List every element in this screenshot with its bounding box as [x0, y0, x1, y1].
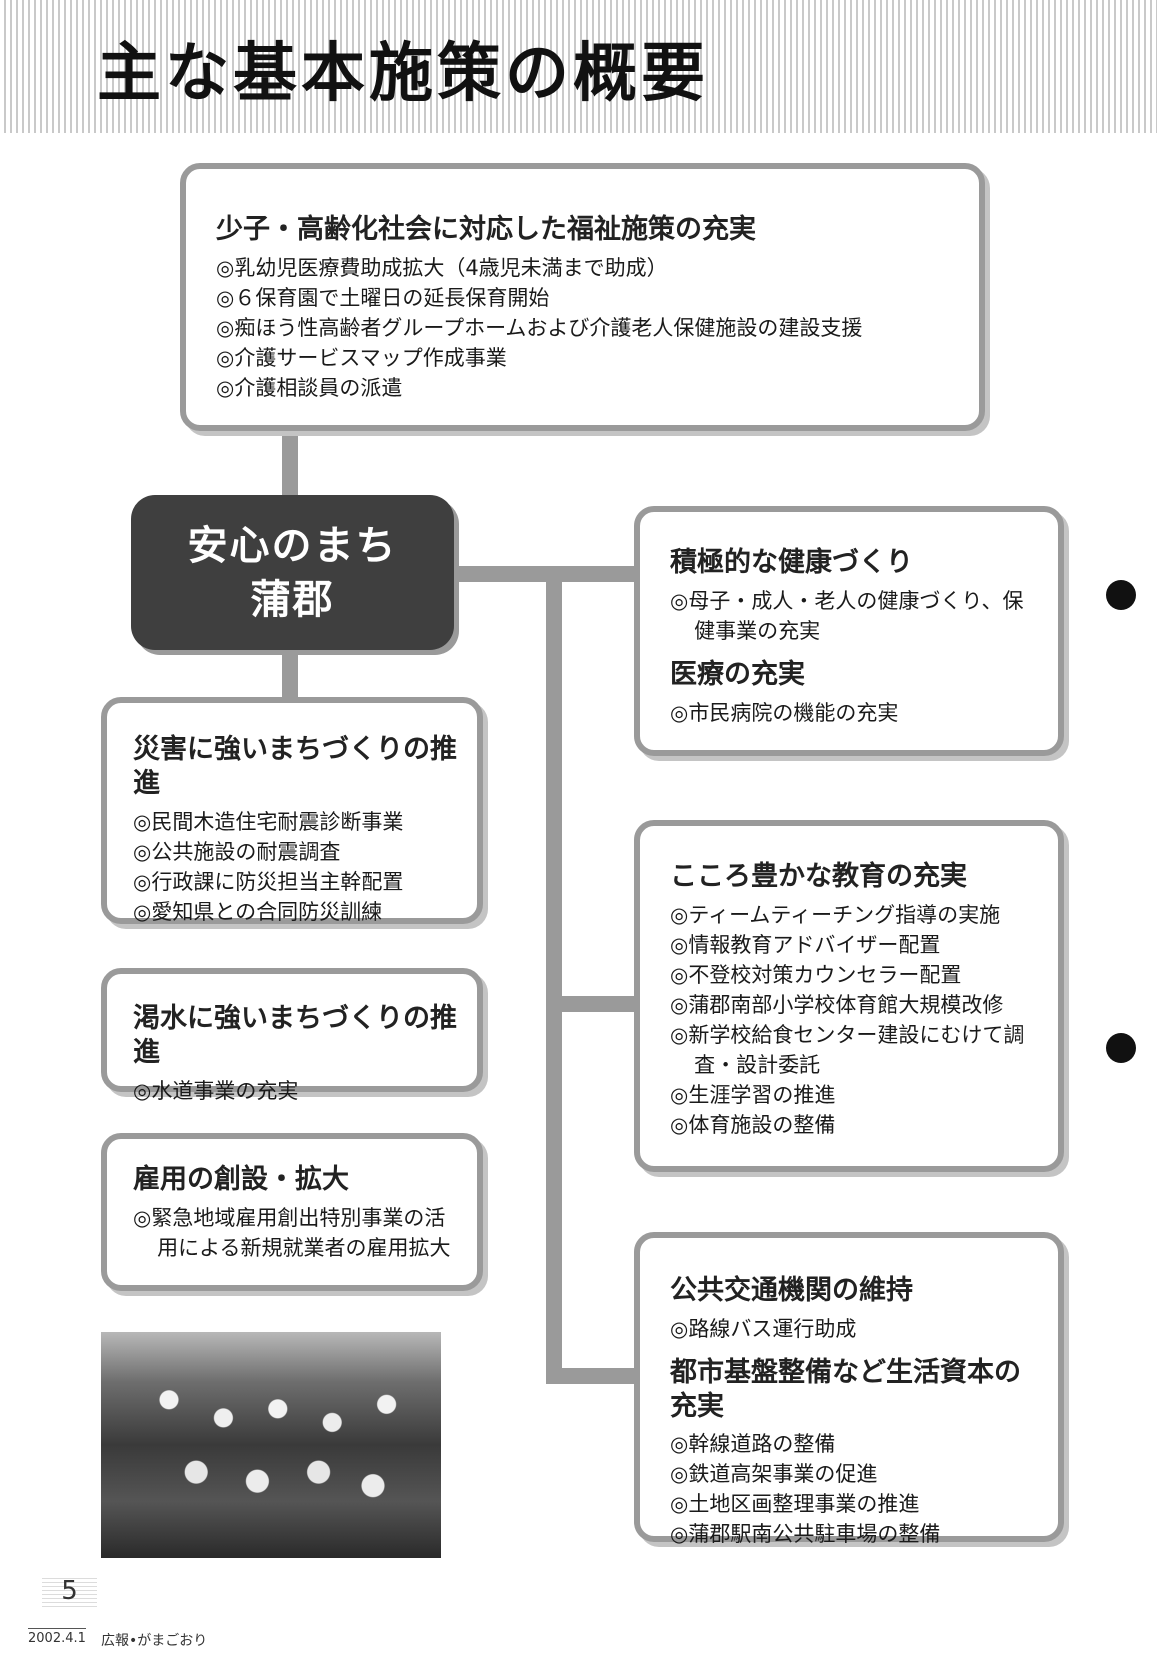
list-item: ◎路線バス運行助成 — [670, 1316, 857, 1341]
list-item: ◎情報教育アドバイザー配置 — [670, 932, 941, 957]
central-theme-line2: 蒲郡 — [250, 576, 335, 623]
list-item: ◎幹線道路の整備 — [670, 1432, 836, 1457]
welfare-title: 少子・高齢化社会に対応した福祉施策の充実 — [216, 214, 756, 245]
list-item: ◎鉄道高架事業の促進 — [670, 1462, 878, 1487]
list-item: ◎介護相談員の派遣 — [216, 375, 403, 400]
list-item: ◎蒲郡駅南公共駐車場の整備 — [670, 1522, 941, 1547]
list-item: ◎市民病院の機能の充実 — [670, 700, 899, 725]
list-item: ◎緊急地域雇用創出特別事業の活用による新規就業者の雇用拡大 — [133, 1205, 451, 1260]
health-list: ◎母子・成人・老人の健康づくり、保健事業の充実 — [670, 586, 1040, 646]
list-item: ◎行政課に防災担当主幹配置 — [133, 869, 404, 894]
disaster-title: 災害に強いまちづくりの推進 — [133, 734, 457, 799]
central-theme-line1: 安心のまち — [187, 522, 398, 569]
disaster-box: 災害に強いまちづくりの推進 ◎民間木造住宅耐震診断事業 ◎公共施設の耐震調査 ◎… — [101, 697, 483, 924]
list-item: ◎６保育園で土曜日の延長保育開始 — [216, 285, 550, 310]
employment-box: 雇用の創設・拡大 ◎緊急地域雇用創出特別事業の活用による新規就業者の雇用拡大 — [101, 1133, 483, 1291]
issue-date: 2002.4.1 — [28, 1628, 86, 1646]
connector-bottom-vertical — [282, 650, 298, 700]
welfare-box: 少子・高齢化社会に対応した福祉施策の充実 ◎乳幼児医療費助成拡大（4歳児未満まで… — [180, 163, 985, 431]
list-item: ◎民間木造住宅耐震診断事業 — [133, 809, 404, 834]
list-item: ◎体育施設の整備 — [670, 1112, 836, 1137]
welfare-list: ◎乳幼児医療費助成拡大（4歳児未満まで助成） ◎６保育園で土曜日の延長保育開始 … — [216, 253, 979, 403]
education-title: こころ豊かな教育の充実 — [670, 861, 967, 892]
list-item: ◎水道事業の充実 — [133, 1078, 299, 1103]
transport-box: 公共交通機関の維持 ◎路線バス運行助成 都市基盤整備など生活資本の充実 ◎幹線道… — [634, 1232, 1064, 1546]
binder-hole — [1106, 1033, 1136, 1063]
infrastructure-title: 都市基盤整備など生活資本の充実 — [670, 1356, 1021, 1422]
connector-top-vertical — [282, 428, 298, 498]
list-item: ◎公共施設の耐震調査 — [133, 839, 341, 864]
binder-hole — [1106, 580, 1136, 610]
fire-brigade-children-photo — [101, 1332, 441, 1558]
medical-list: ◎市民病院の機能の充実 — [670, 698, 1040, 728]
transport-list: ◎路線バス運行助成 — [670, 1314, 1040, 1344]
title-header-band: 主な基本施策の概要 — [0, 0, 1157, 133]
publication-name: 広報•がまごおり — [101, 1633, 208, 1649]
health-box: 積極的な健康づくり ◎母子・成人・老人の健康づくり、保健事業の充実 医療の充実 … — [634, 506, 1064, 756]
list-item: ◎蒲郡南部小学校体育館大規模改修 — [670, 992, 1004, 1017]
employment-list: ◎緊急地域雇用創出特別事業の活用による新規就業者の雇用拡大 — [133, 1203, 463, 1263]
list-item: ◎乳幼児医療費助成拡大（4歳児未満まで助成） — [216, 255, 668, 280]
list-item: ◎不登校対策カウンセラー配置 — [670, 962, 962, 987]
drought-list: ◎水道事業の充実 — [133, 1076, 467, 1106]
page-number: 5 — [42, 1576, 97, 1610]
page-title: 主な基本施策の概要 — [97, 37, 709, 111]
transport-title: 公共交通機関の維持 — [670, 1275, 913, 1306]
list-item: ◎土地区画整理事業の推進 — [670, 1492, 920, 1517]
list-item: ◎生涯学習の推進 — [670, 1082, 836, 1107]
education-box: こころ豊かな教育の充実 ◎ティームティーチング指導の実施 ◎情報教育アドバイザー… — [634, 820, 1064, 1172]
connector-transport-branch — [546, 1368, 640, 1384]
health-title: 積極的な健康づくり — [670, 547, 913, 578]
drought-box: 渇水に強いまちづくりの推進 ◎水道事業の充実 — [101, 968, 483, 1103]
education-list: ◎ティームティーチング指導の実施 ◎情報教育アドバイザー配置 ◎不登校対策カウン… — [670, 900, 1040, 1140]
drought-title: 渇水に強いまちづくりの推進 — [133, 1003, 457, 1068]
central-theme-box: 安心のまち 蒲郡 — [131, 495, 454, 650]
infrastructure-list: ◎幹線道路の整備 ◎鉄道高架事業の促進 ◎土地区画整理事業の推進 ◎蒲郡駅南公共… — [670, 1429, 1040, 1549]
list-item: ◎愛知県との合同防災訓練 — [133, 899, 383, 924]
employment-title: 雇用の創設・拡大 — [133, 1164, 349, 1195]
connector-education-branch — [546, 996, 640, 1012]
list-item: ◎痴ほう性高齢者グループホームおよび介護老人保健施設の建設支援 — [216, 315, 863, 340]
list-item: ◎新学校給食センター建設にむけて調査・設計委託 — [670, 1022, 1025, 1077]
list-item: ◎母子・成人・老人の健康づくり、保健事業の充実 — [670, 588, 1024, 643]
disaster-list: ◎民間木造住宅耐震診断事業 ◎公共施設の耐震調査 ◎行政課に防災担当主幹配置 ◎… — [133, 807, 467, 927]
connector-right-trunk — [546, 566, 562, 1384]
medical-title: 医療の充実 — [670, 658, 805, 690]
list-item: ◎ティームティーチング指導の実施 — [670, 902, 1001, 927]
list-item: ◎介護サービスマップ作成事業 — [216, 345, 507, 370]
